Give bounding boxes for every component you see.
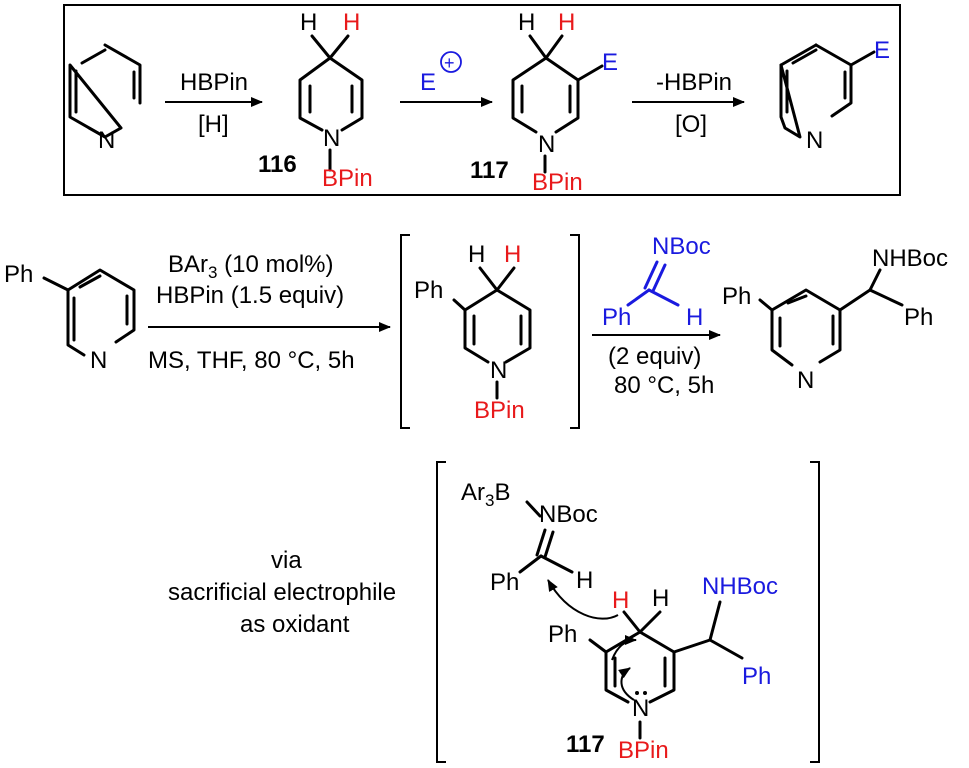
bottom-cmpd-label: 117 — [566, 731, 605, 758]
int-h-black: H — [468, 241, 485, 268]
sm-n-label: N — [90, 347, 107, 374]
bottom-nhboc-label: NHBoc — [702, 573, 778, 600]
h-label-116-red: H — [343, 9, 360, 36]
step2-electrophile: E — [420, 69, 436, 96]
compound-116-structure: H H N 116 BPin — [258, 9, 373, 192]
top-box-frame — [63, 4, 901, 196]
bottom-h-black: H — [652, 585, 669, 612]
bpin-label-116: BPin — [322, 165, 373, 192]
bottom-bpin-label: BPin — [618, 737, 669, 764]
cond2-line2: 80 °C, 5h — [614, 372, 714, 399]
imine-nboc-label: NBoc — [652, 233, 711, 260]
prod-nhboc-label: NHBoc — [872, 245, 948, 272]
lone-pair-dot-2 — [643, 691, 647, 695]
phenylpyridine-structure: Ph N — [4, 261, 136, 374]
borane-imine-complex: Ar3B NBoc Ph H — [461, 479, 598, 596]
prod-ph-label: Ph — [722, 283, 751, 310]
e-substituent-117: E — [602, 49, 618, 76]
step1-condition: [H] — [198, 111, 229, 138]
bpin-label-117-top: BPin — [532, 169, 583, 196]
prod-ph2-label: Ph — [904, 304, 933, 331]
lone-pair-dot-1 — [635, 691, 639, 695]
cmpd-label-116: 116 — [258, 151, 297, 178]
bottom-n-label: N — [632, 695, 649, 722]
via-line3: as oxidant — [240, 611, 350, 638]
step3-condition: [O] — [675, 111, 707, 138]
bottom-ph2-label: Ph — [742, 663, 771, 690]
imine-h-label: H — [686, 304, 703, 331]
pyridine-structure: N — [68, 43, 142, 154]
intermediate-bracket-right — [570, 234, 580, 429]
cmpd-label-117-top: 117 — [470, 157, 509, 184]
bottom-h-red: H — [612, 587, 629, 614]
n-label-117-top: N — [538, 131, 555, 158]
int-ph-label: Ph — [414, 277, 443, 304]
cond1-below: MS, THF, 80 °C, 5h — [148, 347, 355, 374]
complex-ph-label: Ph — [490, 569, 519, 596]
e-pyridine-structure: E N — [779, 37, 890, 154]
complex-bracket-left — [436, 461, 446, 763]
via-line1: via — [271, 547, 302, 574]
int-n-label: N — [490, 357, 507, 384]
product-structure: Ph N NHBoc Ph — [722, 245, 948, 394]
intermediate-structure: H H Ph N BPin — [414, 241, 532, 424]
electron-arrow-lone-pair — [618, 667, 635, 701]
cond2-line1: (2 equiv) — [608, 343, 701, 370]
int-h-red: H — [504, 241, 521, 268]
charge-circle — [440, 51, 462, 73]
imine-ph-label: Ph — [602, 304, 631, 331]
sm-ph-label: Ph — [4, 261, 33, 288]
imine-reagent-structure: NBoc Ph H — [602, 233, 711, 331]
step2-charge: + — [444, 53, 455, 73]
compound-117-top-structure: H H E N 117 BPin — [470, 9, 618, 196]
hydride-transfer-arrow — [547, 579, 619, 620]
step3-reagent: -HBPin — [656, 69, 732, 96]
h-label-116-black: H — [300, 9, 317, 36]
ar3b-label: Ar3B — [461, 479, 510, 510]
electron-arrow-pi-bond — [611, 635, 637, 661]
via-line2: sacrificial electrophile — [168, 579, 396, 606]
complex-nboc-label: NBoc — [539, 501, 598, 528]
pyridine-n-label: N — [98, 127, 115, 154]
complex-bracket-right — [810, 461, 820, 763]
step1-reagent: HBPin — [180, 69, 248, 96]
h-label-117-black: H — [518, 9, 535, 36]
int-bpin-label: BPin — [474, 397, 525, 424]
e-substituent-product: E — [874, 37, 890, 64]
n-label-116: N — [323, 125, 340, 152]
bottom-ph-label: Ph — [548, 621, 577, 648]
h-label-117-red: H — [558, 9, 575, 36]
e-pyridine-n-label: N — [806, 127, 823, 154]
compound-117-bottom-structure: H H Ph NHBoc Ph N 117 BPin — [548, 573, 778, 764]
intermediate-bracket-left — [400, 234, 410, 429]
complex-h-label: H — [576, 567, 593, 594]
prod-n-label: N — [797, 367, 814, 394]
cond1-line2: HBPin (1.5 equiv) — [156, 282, 344, 309]
cond1-line1: BAr3 (10 mol%) — [168, 251, 334, 282]
